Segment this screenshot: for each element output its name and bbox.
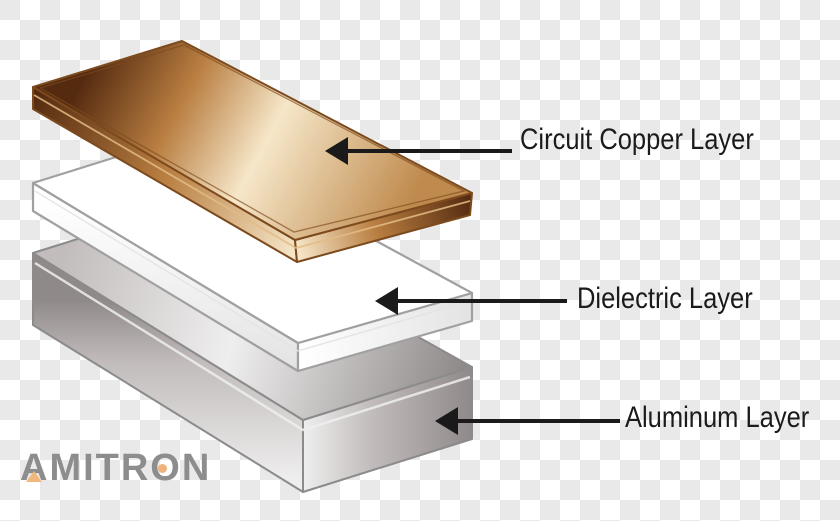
aluminum-layer-label: Aluminum Layer — [625, 401, 810, 434]
copper-top-face — [32, 40, 473, 241]
copper-bevel-highlight — [33, 94, 471, 249]
dielectric-bevel-highlight — [34, 190, 471, 352]
copper-arrow — [325, 137, 512, 165]
dielectric-arrow — [375, 287, 567, 315]
logo-a-triangle-accent-icon — [26, 471, 42, 482]
dielectric-layer-graphic — [31, 134, 474, 373]
copper-inner-bevel-outline — [38, 44, 466, 233]
aluminum-arrow — [435, 407, 620, 435]
amitron-logo: AMITRON — [20, 449, 230, 491]
dielectric-arrowhead-icon — [375, 287, 398, 315]
dielectric-top-face — [33, 136, 472, 343]
copper-layer-label: Circuit Copper Layer — [520, 123, 754, 156]
amitron-logo-text: AMITRON — [20, 447, 212, 489]
logo-o-dot-accent-icon — [158, 464, 167, 473]
copper-layer-graphic — [32, 40, 473, 263]
dielectric-layer-label: Dielectric Layer — [577, 282, 753, 315]
aluminum-arrowhead-icon — [435, 407, 458, 435]
aluminum-bevel-highlight — [34, 261, 471, 432]
copper-arrowhead-icon — [325, 137, 348, 165]
